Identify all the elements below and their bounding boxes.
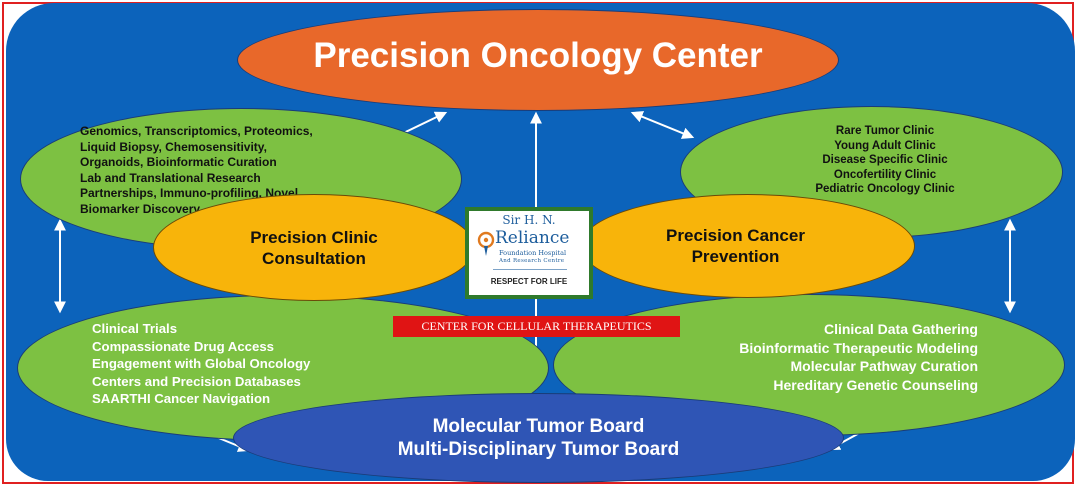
clinics-list: Rare Tumor Clinic Young Adult Clinic Dis… <box>760 124 1010 197</box>
research-service-item: Biomarker Discovery <box>80 201 201 216</box>
precision-prevention-ellipse <box>580 194 915 298</box>
data-service-item: Bioinformatic Therapeutic Modeling <box>739 339 978 356</box>
logo-name: Reliance <box>495 228 570 248</box>
tumor-board-item: Multi-Disciplinary Tumor Board <box>397 439 680 460</box>
data-services-list: Clinical Data Gathering Bioinformatic Th… <box>600 320 978 394</box>
data-service-item: Molecular Pathway Curation <box>790 358 978 374</box>
precision-clinic-label: Precision Clinic Consultation <box>153 194 475 301</box>
logo-divider <box>493 269 567 270</box>
research-services-list: Genomics, Transcriptomics, Proteomics, L… <box>80 124 313 218</box>
clinic-item: Young Adult Clinic <box>834 139 936 152</box>
logo-line: Sir H. N. <box>502 213 556 227</box>
precision-clinic-line: Consultation <box>262 248 366 268</box>
hospital-emblem-icon <box>477 231 495 256</box>
research-service-item: Lab and Translational Research <box>80 170 261 185</box>
diagram-title: Precision Oncology Center <box>313 36 763 75</box>
access-programs-list: Clinical Trials Compassionate Drug Acces… <box>92 320 310 408</box>
clinic-item: Disease Specific Clinic <box>822 154 948 167</box>
research-service-item: Organoids, Bioinformatic Curation <box>80 155 277 170</box>
precision-prevention-line: Prevention <box>691 247 780 266</box>
logo-tagline: RESPECT FOR LIFE <box>490 277 568 286</box>
title-ellipse <box>237 9 839 111</box>
access-program-item: Engagement with Global Oncology <box>92 356 311 372</box>
tumor-board-item: Molecular Tumor Board <box>432 416 645 437</box>
hospital-logo: Sir H. N. Reliance Foundation Hospital A… <box>465 207 593 299</box>
tumor-boards-ellipse <box>233 393 844 483</box>
research-service-item: Genomics, Transcriptomics, Proteomics, <box>80 124 313 138</box>
clinic-item: Oncofertility Clinic <box>833 168 937 181</box>
data-service-item: Hereditary Genetic Counseling <box>773 376 978 393</box>
center-label: CENTER FOR CELLULAR THERAPEUTICS <box>393 316 680 337</box>
research-service-item: Liquid Biopsy, Chemosensitivity, <box>80 139 267 154</box>
precision-clinic-line: Precision Clinic <box>250 227 378 247</box>
logo-subtitle-secondary: And Research Centre <box>499 258 565 264</box>
precision-prevention-label: Precision Cancer Prevention <box>580 194 915 298</box>
precision-prevention-line: Precision Cancer <box>666 226 805 245</box>
access-program-item: Compassionate Drug Access <box>92 338 274 354</box>
clinic-item: Pediatric Oncology Clinic <box>815 183 955 196</box>
research-service-item: Partnerships, Immuno-profiling, Novel <box>80 186 299 201</box>
access-program-item: SAARTHI Cancer Navigation <box>92 391 271 407</box>
logo-subtitle: Foundation Hospital <box>499 249 567 257</box>
precision-clinic-ellipse <box>153 194 475 301</box>
tumor-boards-label: Molecular Tumor Board Multi-Disciplinary… <box>233 393 844 483</box>
access-program-item: Centers and Precision Databases <box>92 373 301 389</box>
access-program-item: Clinical Trials <box>92 321 178 336</box>
data-service-item: Clinical Data Gathering <box>823 321 978 337</box>
clinic-item: Rare Tumor Clinic <box>835 125 935 137</box>
